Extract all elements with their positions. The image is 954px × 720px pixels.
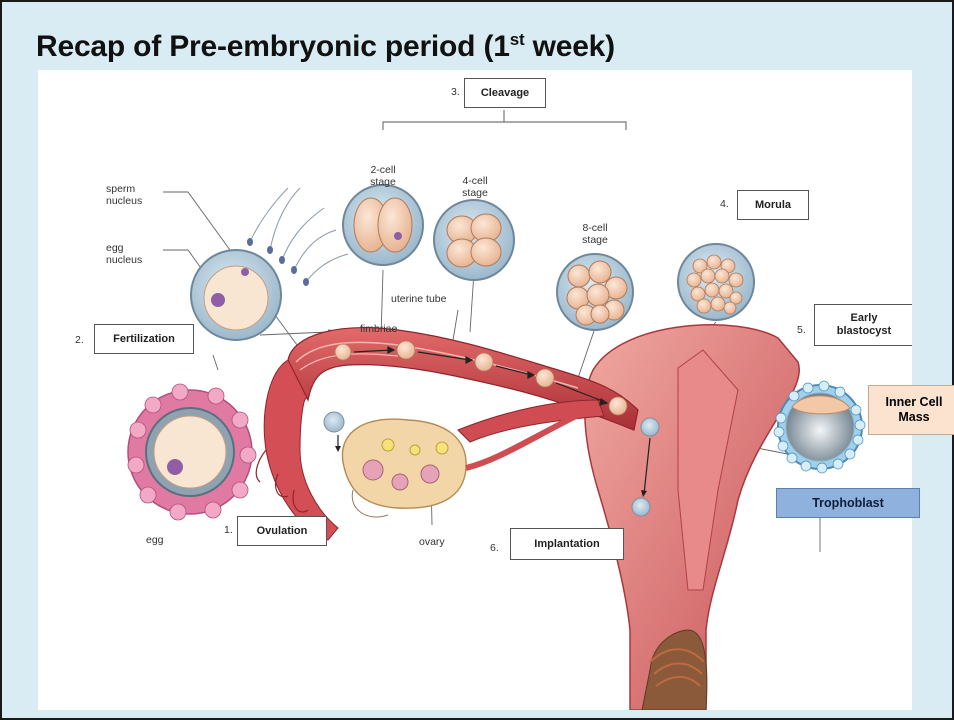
morula-bubble — [678, 244, 754, 320]
early-blastocyst-number: 5. — [797, 324, 806, 336]
cleavage-number: 3. — [451, 86, 460, 98]
four-cell-line2: stage — [458, 187, 492, 199]
cleavage-bracket — [383, 110, 626, 130]
four-cell-line1: 4-cell — [458, 175, 492, 187]
two-cell-line1: 2-cell — [367, 164, 399, 176]
uterine-tube-label: uterine tube — [391, 293, 446, 305]
two-cell-line2: stage — [367, 176, 399, 188]
egg-nucleus-line1: egg — [106, 242, 142, 254]
cleavage-label-box: Cleavage — [464, 78, 546, 108]
ovulation-number: 1. — [224, 524, 233, 536]
title-superscript: st — [510, 30, 525, 49]
early-blastocyst-line1: Early — [851, 312, 878, 325]
four-cell-stage-label: 4-cell stage — [458, 175, 492, 199]
four-cell-stage-bubble — [434, 200, 514, 280]
fertilization-label-box: Fertilization — [94, 324, 194, 354]
two-cell-stage-label: 2-cell stage — [367, 164, 399, 188]
title-main-text: Recap of Pre-embryonic period (1 — [36, 30, 510, 63]
early-blastocyst-label-box: Early blastocyst — [814, 304, 912, 346]
inner-cell-mass-line2: Mass — [886, 410, 943, 425]
ovulation-label-box: Ovulation — [237, 516, 327, 546]
morula-number: 4. — [720, 198, 729, 210]
eight-cell-line1: 8-cell — [578, 222, 612, 234]
trophoblast-callout: Trophoblast — [776, 488, 920, 518]
egg-nucleus-label: egg nucleus — [106, 242, 142, 266]
sperm-nucleus-line2: nucleus — [106, 195, 142, 207]
egg-nucleus-line2: nucleus — [106, 254, 142, 266]
uterus — [585, 325, 799, 710]
sperm-nucleus-label: sperm nucleus — [106, 183, 142, 207]
two-cell-stage-bubble — [343, 185, 423, 265]
early-blastocyst-line2: blastocyst — [837, 325, 891, 338]
sperm-nucleus-line1: sperm — [106, 183, 142, 195]
eight-cell-line2: stage — [578, 234, 612, 246]
egg-label: egg — [146, 534, 164, 546]
implantation-number: 6. — [490, 542, 499, 554]
egg-with-corona — [128, 384, 256, 520]
implantation-label-box: Implantation — [510, 528, 624, 560]
reproductive-tract-illustration — [38, 70, 912, 710]
title-end-text: week) — [524, 30, 615, 63]
fertilization-bubble — [191, 188, 348, 340]
eight-cell-stage-bubble — [557, 254, 633, 330]
slide-title: Recap of Pre-embryonic period (1st week) — [36, 30, 615, 64]
fimbriae-label: fimbriae — [360, 323, 397, 335]
morula-label-box: Morula — [737, 190, 809, 220]
eight-cell-stage-label: 8-cell stage — [578, 222, 612, 246]
inner-cell-mass-callout: Inner Cell Mass — [868, 385, 954, 435]
ovary-label: ovary — [419, 536, 445, 548]
ovary — [324, 412, 578, 517]
fertilization-number: 2. — [75, 334, 84, 346]
inner-cell-mass-line1: Inner Cell — [886, 395, 943, 410]
diagram-figure: 3. Cleavage 2-cell stage 4-cell stage 8-… — [38, 70, 912, 710]
